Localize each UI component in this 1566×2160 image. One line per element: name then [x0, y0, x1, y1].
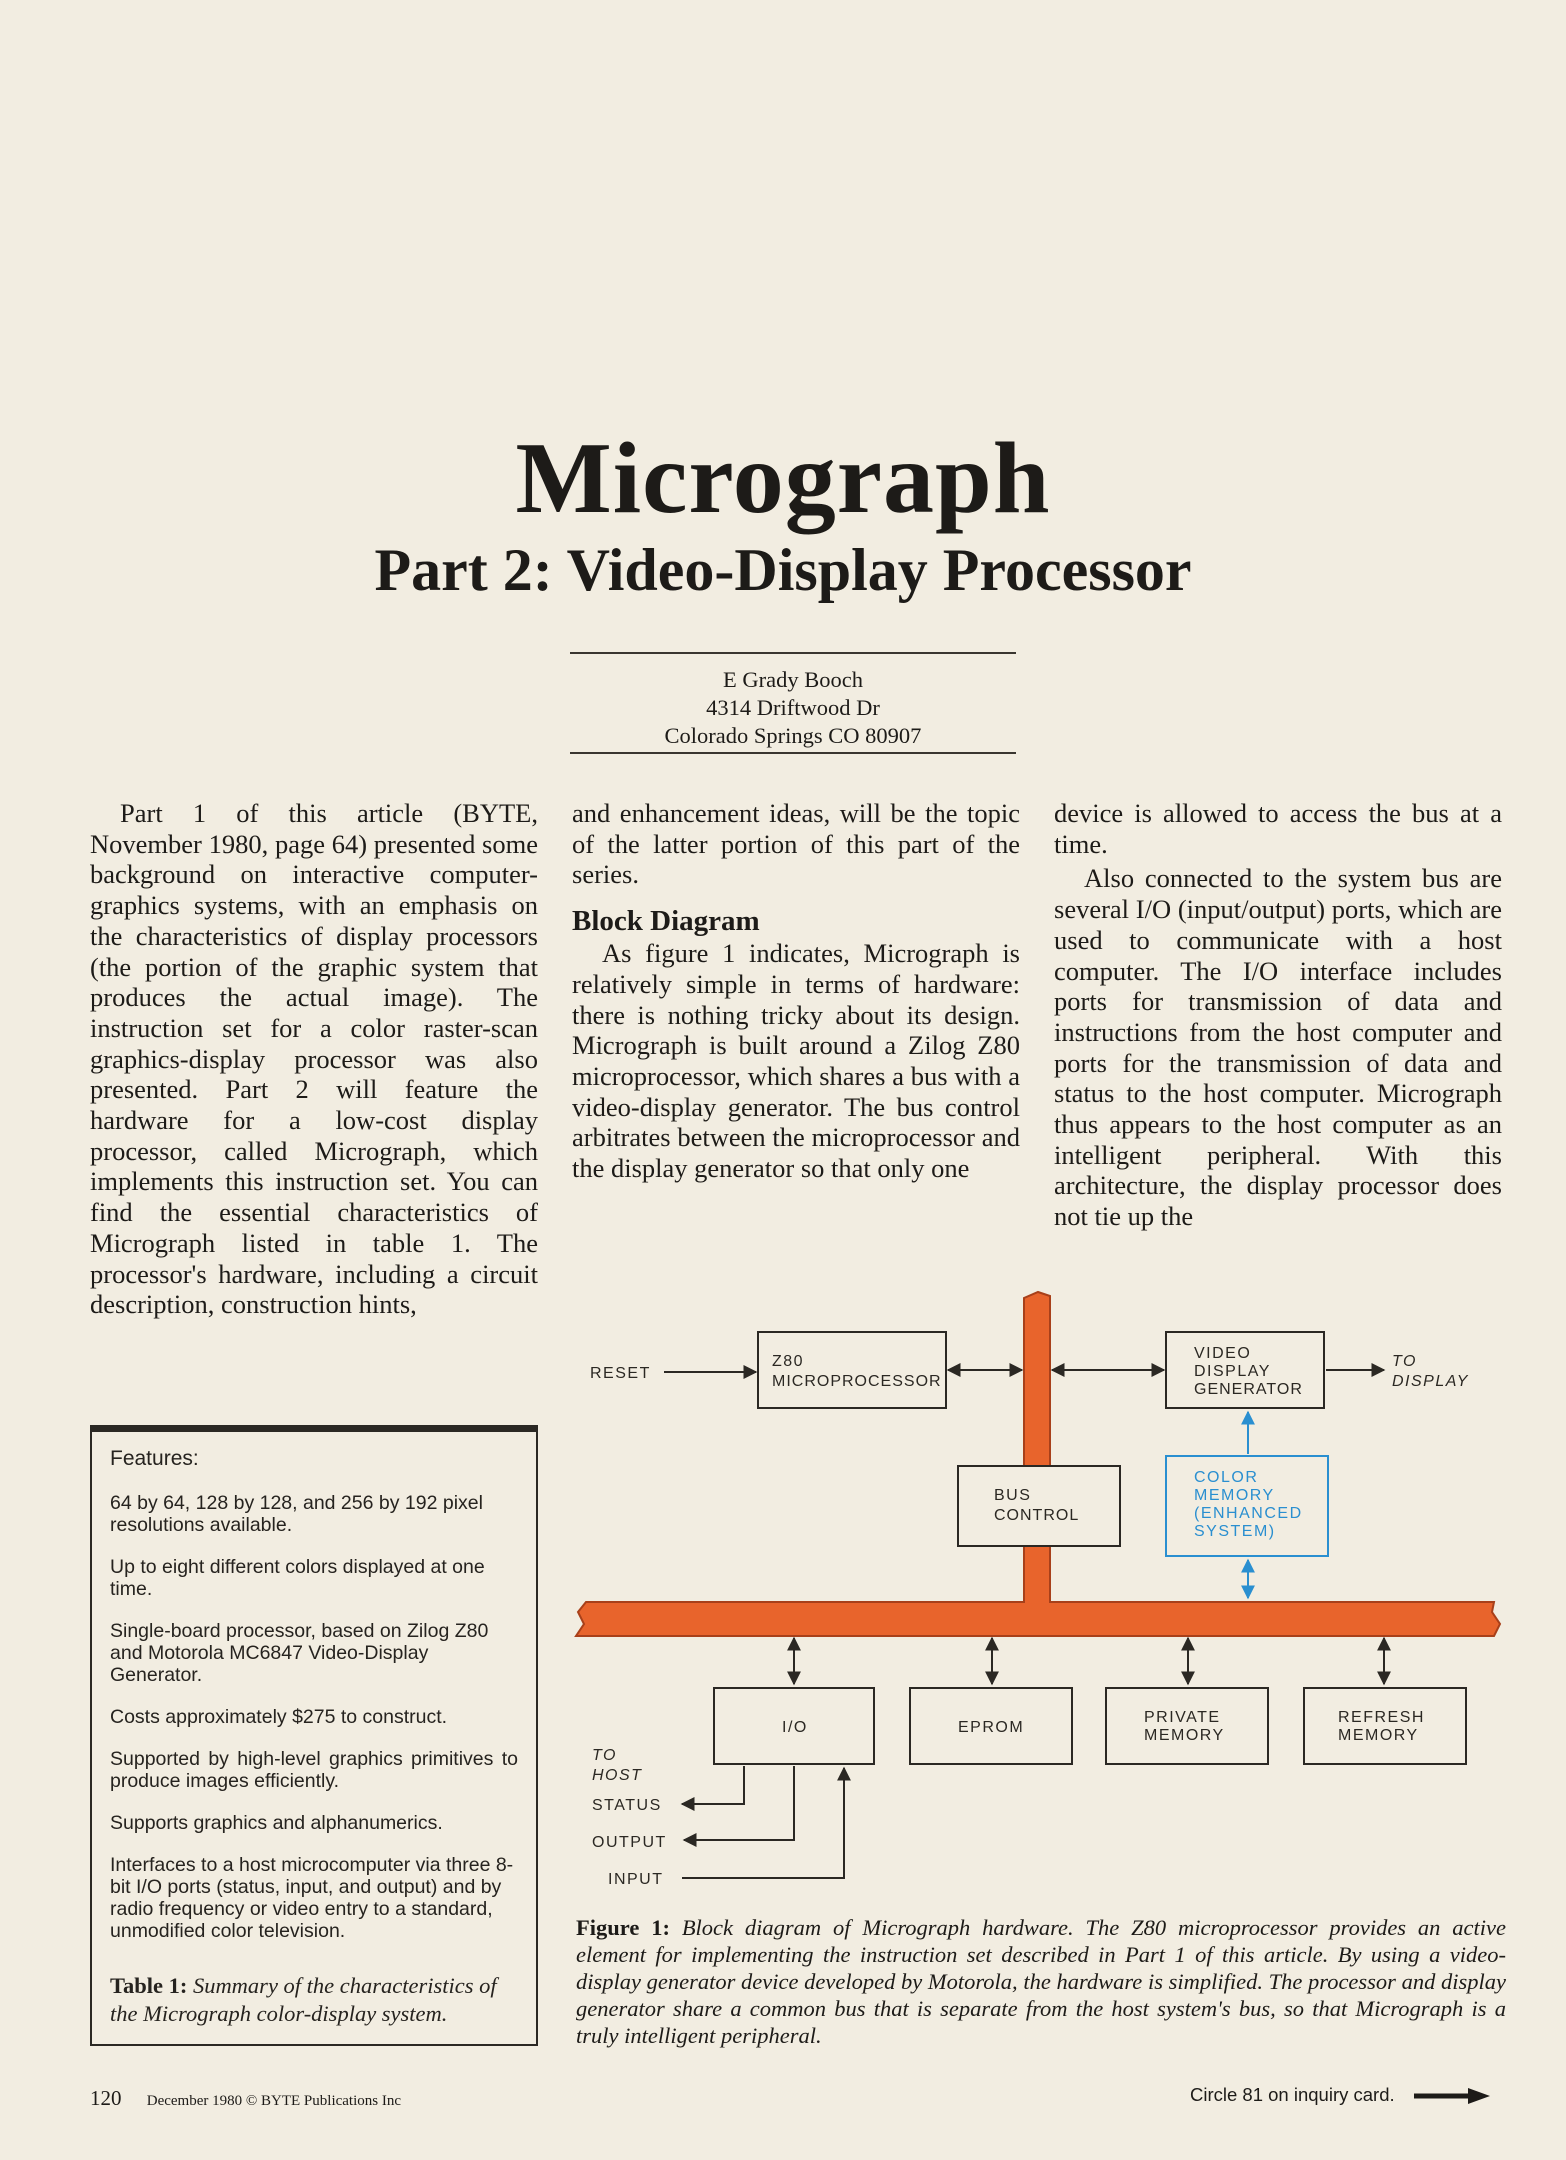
- vdg-label: GENERATOR: [1194, 1381, 1303, 1398]
- col1-paragraph: Part 1 of this article (BYTE, November 1…: [90, 798, 538, 1320]
- col3-paragraph-1: device is allowed to access the bus at a…: [1054, 798, 1502, 859]
- output-label: OUTPUT: [592, 1834, 667, 1851]
- bus-control-box: [957, 1465, 1121, 1547]
- article-subtitle: Part 2: Video-Display Processor: [374, 537, 1192, 603]
- to-display-label: TO: [1392, 1353, 1417, 1370]
- page-footer: 120 December 1980 © BYTE Publications In…: [90, 2086, 401, 2111]
- body-column-3: device is allowed to access the bus at a…: [1054, 798, 1502, 1232]
- io-label: I/O: [782, 1719, 808, 1736]
- table-1-features-box: Features: 64 by 64, 128 by 128, and 256 …: [90, 1425, 538, 2046]
- figure-1-caption: Figure 1: Block diagram of Micrograph ha…: [576, 1914, 1506, 2049]
- body-column-1-text: Part 1 of this article (BYTE, November 1…: [90, 798, 538, 1320]
- color-memory-box: [1165, 1455, 1329, 1557]
- col2-paragraph-2: As figure 1 indicates, Micrograph is rel…: [572, 938, 1020, 1184]
- eprom-label: EPROM: [958, 1719, 1024, 1736]
- feature-item: 64 by 64, 128 by 128, and 256 by 192 pix…: [110, 1492, 483, 1536]
- publication-line: December 1980 © BYTE Publications Inc: [146, 2093, 402, 2109]
- author-street: 4314 Driftwood Dr: [706, 695, 880, 720]
- color-memory-label: (ENHANCED: [1194, 1505, 1303, 1522]
- bus-control-label: CONTROL: [994, 1507, 1079, 1524]
- section-heading-block-diagram: Block Diagram: [572, 905, 760, 938]
- z80-box: [757, 1331, 947, 1409]
- output-line: [682, 1766, 795, 1847]
- to-host-label: TO: [592, 1747, 617, 1764]
- arrow-right-icon: [1413, 2088, 1490, 2105]
- vdg-label: DISPLAY: [1194, 1363, 1271, 1380]
- input-line: [682, 1766, 851, 1879]
- author-city: Colorado Springs CO 80907: [664, 723, 922, 748]
- feature-item: Up to eight different colors displayed a…: [110, 1556, 485, 1600]
- vdg-box: [1165, 1331, 1325, 1409]
- reset-label: RESET: [590, 1365, 651, 1382]
- refresh-memory-box: [1303, 1687, 1467, 1765]
- feature-item: Supported by high-level graphics primiti…: [110, 1748, 518, 1792]
- status-label: STATUS: [592, 1797, 662, 1814]
- table-1-caption-text: Summary of the characteristics of the Mi…: [110, 1973, 497, 2026]
- article-title: Micrograph: [515, 422, 1051, 535]
- feature-item: Single-board processor, based on Zilog Z…: [110, 1620, 489, 1686]
- private-memory-label: PRIVATE: [1144, 1709, 1221, 1726]
- private-memory-label: MEMORY: [1144, 1727, 1225, 1744]
- byline: E Grady Booch 4314 Driftwood Dr Colorado…: [570, 666, 1016, 750]
- private-memory-box: [1105, 1687, 1269, 1765]
- feature-item: Supports graphics and alphanumerics.: [110, 1812, 443, 1834]
- figure-1-caption-label: Figure 1:: [576, 1915, 670, 1940]
- eprom-box: [909, 1687, 1073, 1765]
- bus-control-label: BUS: [994, 1487, 1031, 1504]
- feature-item: Costs approximately $275 to construct.: [110, 1706, 448, 1728]
- color-memory-label: COLOR: [1194, 1469, 1258, 1486]
- inquiry-text: Circle 81 on inquiry card.: [1190, 2084, 1395, 2105]
- color-memory-label: SYSTEM): [1194, 1523, 1276, 1540]
- body-column-2: and enhancement ideas, will be the topic…: [572, 798, 1020, 1184]
- table-1-caption-label: Table 1:: [110, 1973, 188, 1998]
- z80-label: Z80: [772, 1353, 804, 1370]
- status-line: [680, 1766, 745, 1811]
- inquiry-note: Circle 81 on inquiry card.: [1190, 2084, 1492, 2106]
- io-box: [713, 1687, 875, 1765]
- refresh-memory-label: REFRESH: [1338, 1709, 1425, 1726]
- feature-item: Interfaces to a host microcomputer via t…: [110, 1854, 514, 1942]
- byline-top-rule: [570, 652, 1016, 654]
- byline-bottom-rule: [570, 752, 1016, 754]
- color-memory-label: MEMORY: [1194, 1487, 1275, 1504]
- to-display-label: DISPLAY: [1392, 1373, 1469, 1390]
- to-host-label: HOST: [592, 1767, 642, 1784]
- vdg-label: VIDEO: [1194, 1345, 1251, 1362]
- features-heading: Features:: [110, 1447, 199, 1470]
- refresh-memory-label: MEMORY: [1338, 1727, 1419, 1744]
- z80-label: MICROPROCESSOR: [772, 1373, 942, 1390]
- col2-paragraph-1: and enhancement ideas, will be the topic…: [572, 798, 1020, 890]
- author-name: E Grady Booch: [723, 667, 863, 692]
- block-diagram-figure-1: Z80 MICROPROCESSOR RESET VIDEO DISPLAY G…: [574, 1290, 1502, 1888]
- input-label: INPUT: [608, 1871, 664, 1888]
- page-number: 120: [90, 2086, 122, 2110]
- system-bus: [574, 1290, 1502, 1637]
- col3-paragraph-2: Also connected to the system bus are sev…: [1054, 863, 1502, 1232]
- figure-1-caption-text: Block diagram of Micrograph hardware. Th…: [576, 1915, 1507, 2048]
- table-1-caption: Table 1: Summary of the characteristics …: [110, 1972, 518, 2028]
